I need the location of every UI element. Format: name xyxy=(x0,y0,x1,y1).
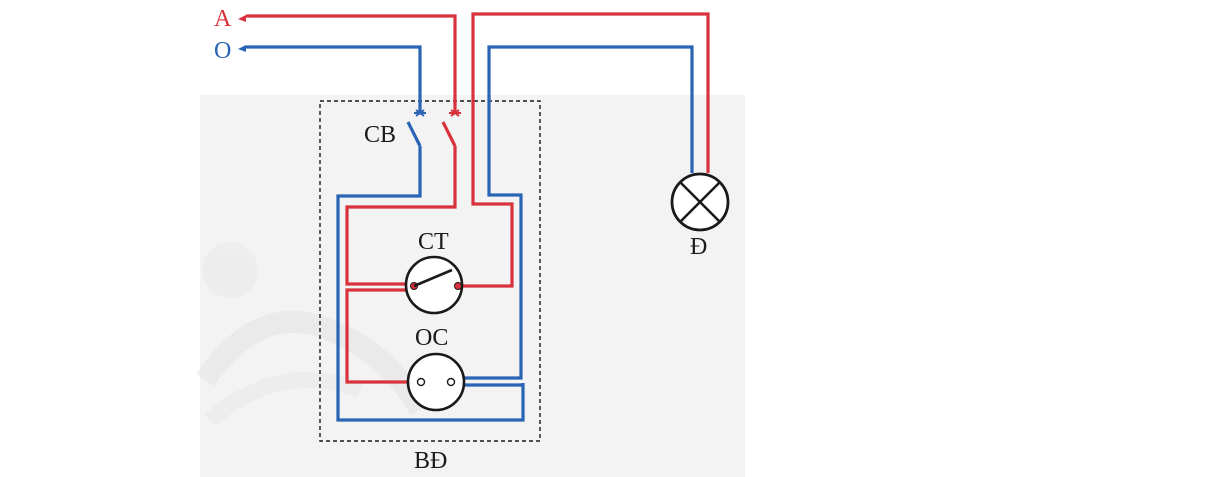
phase-terminal-label: A xyxy=(214,6,232,32)
switch-label: CT xyxy=(418,229,449,255)
neutral-terminal-arrow xyxy=(238,45,246,52)
breaker-neutral-out-wire xyxy=(336,146,525,422)
neutral-terminal-label: O xyxy=(214,38,231,64)
watermark-emblem xyxy=(195,242,430,427)
board-label: BĐ xyxy=(414,448,447,474)
switch xyxy=(404,255,464,315)
circuit-breaker xyxy=(406,109,461,147)
lamp-neutral-wire xyxy=(452,45,694,380)
lamp xyxy=(670,172,730,232)
socket-label: OC xyxy=(415,325,448,351)
socket xyxy=(406,352,466,412)
phase-link-wire xyxy=(345,288,420,384)
breaker-phase-out-wire xyxy=(345,146,457,286)
phase-terminal-arrow xyxy=(238,15,246,22)
neutral-supply-wire xyxy=(246,45,422,112)
breaker-label: CB xyxy=(364,122,396,148)
phase-supply-wire xyxy=(246,14,457,112)
switched-phase-wire xyxy=(459,12,710,288)
lamp-label: Đ xyxy=(690,234,707,260)
